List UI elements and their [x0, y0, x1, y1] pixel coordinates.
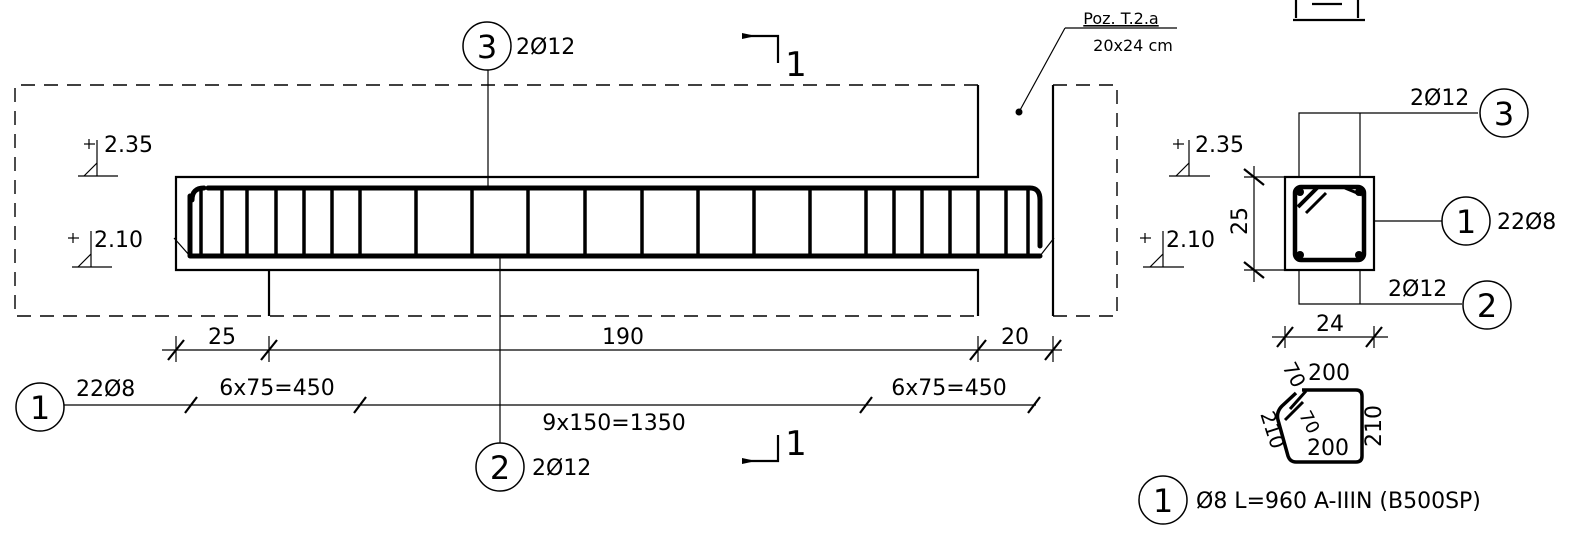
section-level-bottom: 2.10: [1140, 228, 1215, 268]
section-bar2-number: 2: [1477, 287, 1497, 325]
tick: [1243, 168, 1265, 186]
bar3-label: 2Ø12: [516, 35, 575, 60]
section-bar: [1296, 188, 1304, 196]
section-bar3-circle: [1479, 88, 1529, 138]
section-bar2-label: 2Ø12: [1388, 277, 1447, 302]
section-stirrup: [1292, 184, 1367, 263]
bar3-marker-circle: [462, 21, 512, 71]
stirrup-spec-label: Ø8 L=960 A-IIIN (B500SP): [1196, 489, 1481, 514]
tick: [184, 396, 198, 414]
stirrup-left-label: 210: [1255, 408, 1290, 452]
section-outline: [1283, 175, 1376, 272]
stirrup-hook2-label: 70: [1294, 407, 1323, 437]
level-mark-top: 2.35: [78, 133, 153, 177]
stirrup-hook: [1304, 191, 1328, 215]
section-cut-top: 1: [742, 33, 807, 85]
bar1-marker-circle: [15, 382, 65, 432]
right-hook-line: [1039, 237, 1055, 257]
level-mark-bottom: 2.10: [68, 228, 143, 268]
bar3-leader-section: [1298, 112, 1478, 177]
section-level-bottom-label: 2.10: [1166, 228, 1215, 253]
stirrup-bar-number: 1: [1153, 482, 1173, 520]
dim-mid-label: 190: [602, 325, 644, 350]
stirrup-top-label: 200: [1308, 361, 1350, 386]
tick: [353, 396, 367, 414]
stirrups-elevation: [199, 186, 1030, 258]
section-height-label: 25: [1228, 207, 1253, 235]
section-width-label: 24: [1316, 312, 1344, 337]
structure-outline-left: [14, 84, 978, 317]
tick: [859, 396, 873, 414]
bar2-label: 2Ø12: [532, 456, 591, 481]
tick: [1276, 326, 1294, 348]
dim-right-label: 20: [1001, 325, 1029, 350]
pos-size-label: 20x24 cm: [1093, 36, 1173, 55]
bar1-label: 22Ø8: [76, 377, 135, 402]
top-bar: [205, 185, 1043, 249]
section-bar3-label: 2Ø12: [1410, 86, 1469, 111]
position-reference: Poz. T.2.a 20x24 cm: [1018, 9, 1177, 113]
beam-elevation: 3 2Ø12 2 2Ø12 1 22Ø8 6x75=450 9x150=1350…: [14, 9, 1177, 492]
bar2-leader-section: [1298, 270, 1462, 305]
stirrup-hook: [1296, 185, 1320, 209]
tick: [1044, 339, 1062, 361]
section-bar1-circle: [1441, 196, 1491, 246]
left-hook-line: [173, 237, 191, 257]
section-bar: [1355, 251, 1363, 259]
section-bar: [1355, 188, 1363, 196]
dim-left-label: 25: [208, 325, 236, 350]
cross-section: 25 24 2.35 2.10 3 2Ø12 1: [1140, 0, 1556, 348]
section-mark-bottom: 1: [785, 424, 807, 464]
spacing-right-label: 6x75=450: [891, 376, 1006, 401]
bar3-number: 3: [477, 28, 497, 66]
bottom-bar: [187, 185, 1043, 259]
stirrup-bar-circle: [1138, 475, 1188, 525]
tick: [1243, 261, 1265, 279]
bar2-marker-circle: [475, 442, 525, 492]
spacing-mid-label: 9x150=1350: [542, 411, 685, 436]
section-bar: [1296, 251, 1304, 259]
stirrup-shape: 70 70 200 200 210 210 1 Ø8 L=960 A-IIIN …: [1138, 358, 1481, 525]
level-bottom-label: 2.10: [94, 228, 143, 253]
tick: [260, 339, 278, 361]
section-level-top-label: 2.35: [1195, 133, 1244, 158]
bar1-number: 1: [30, 389, 50, 427]
tick: [1365, 326, 1383, 348]
tick: [1027, 396, 1041, 414]
stirrup-shape-hook: [1288, 390, 1308, 410]
structure-outline-right: [1053, 84, 1118, 317]
section-bar2-circle: [1462, 280, 1512, 330]
section-level-top: 2.35: [1169, 133, 1244, 177]
pos-leader: [1018, 27, 1066, 113]
beam-outline: [174, 85, 980, 316]
section-bar3-number: 3: [1494, 95, 1514, 133]
pos-ref-label: Poz. T.2.a: [1083, 9, 1158, 28]
stirrup-shape-outline: [1275, 388, 1364, 464]
spacing-left-label: 6x75=450: [219, 376, 334, 401]
section-bar1-number: 1: [1456, 203, 1476, 241]
bar2-number: 2: [490, 449, 510, 487]
stirrup-right-label: 210: [1362, 405, 1387, 447]
level-top-label: 2.35: [104, 133, 153, 158]
stirrup-bottom-label: 200: [1307, 436, 1349, 461]
section-bar1-label: 22Ø8: [1497, 210, 1556, 235]
stirrup-shape-hook: [1283, 400, 1305, 422]
section-mark-top: 1: [785, 45, 807, 85]
tick: [969, 339, 987, 361]
tick: [167, 339, 185, 361]
section-cut-bottom: 1: [742, 424, 807, 464]
stirrup-hook-label: 70: [1278, 358, 1311, 392]
